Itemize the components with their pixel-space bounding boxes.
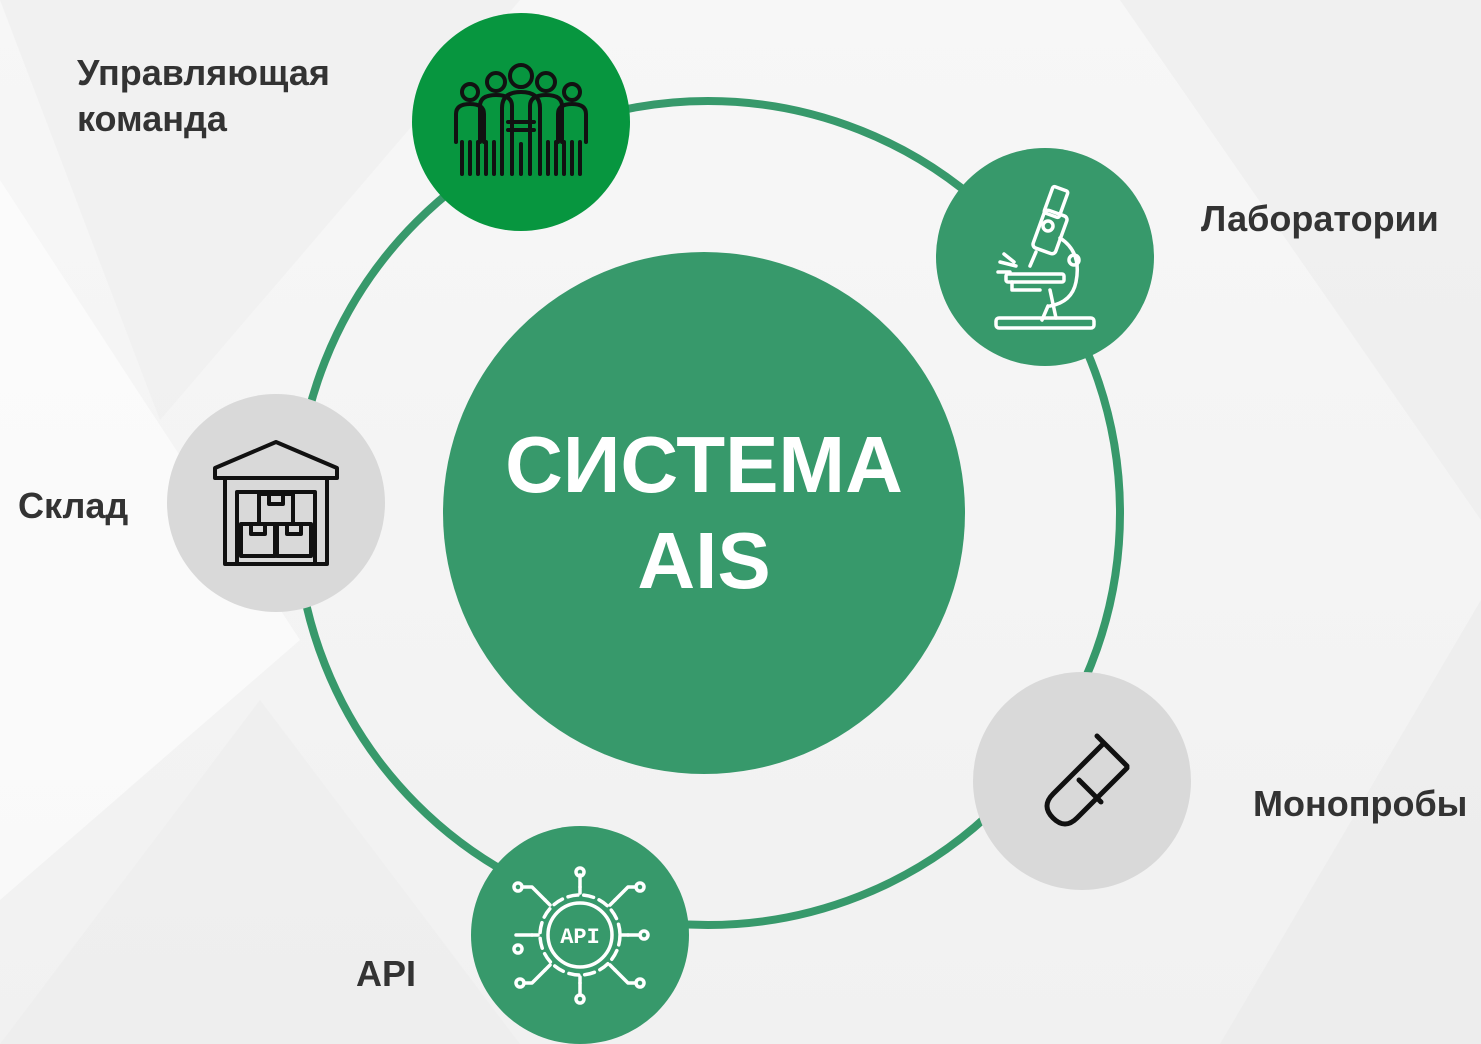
background-facet [0, 700, 520, 1044]
center-title-line1: СИСТЕМА [505, 420, 903, 509]
background-facet [0, 180, 300, 900]
label-warehouse: Склад [18, 485, 129, 526]
team-icon [454, 63, 588, 176]
node-management-team[interactable] [412, 13, 630, 231]
warehouse-icon [213, 440, 339, 566]
node-laboratories[interactable] [936, 148, 1154, 366]
node-api[interactable]: API [471, 826, 689, 1044]
test-tube-icon [1044, 733, 1130, 827]
node-mono-samples[interactable] [973, 672, 1191, 890]
api-gear-icon: API [512, 866, 650, 1005]
background-facet [0, 0, 520, 420]
center-title-line2: AIS [637, 516, 771, 605]
background-facet [1220, 600, 1481, 1044]
background-facet [1120, 0, 1481, 520]
microscope-icon [994, 184, 1096, 330]
label-mono-samples: Монопробы [1253, 783, 1468, 824]
center-system-circle[interactable]: СИСТЕМА AIS [443, 252, 965, 774]
label-management-team: Управляющая команда [77, 52, 330, 139]
label-laboratories: Лаборатории [1201, 198, 1439, 239]
api-icon-text: API [560, 925, 600, 950]
label-api: API [356, 953, 417, 994]
node-warehouse[interactable] [167, 394, 385, 612]
